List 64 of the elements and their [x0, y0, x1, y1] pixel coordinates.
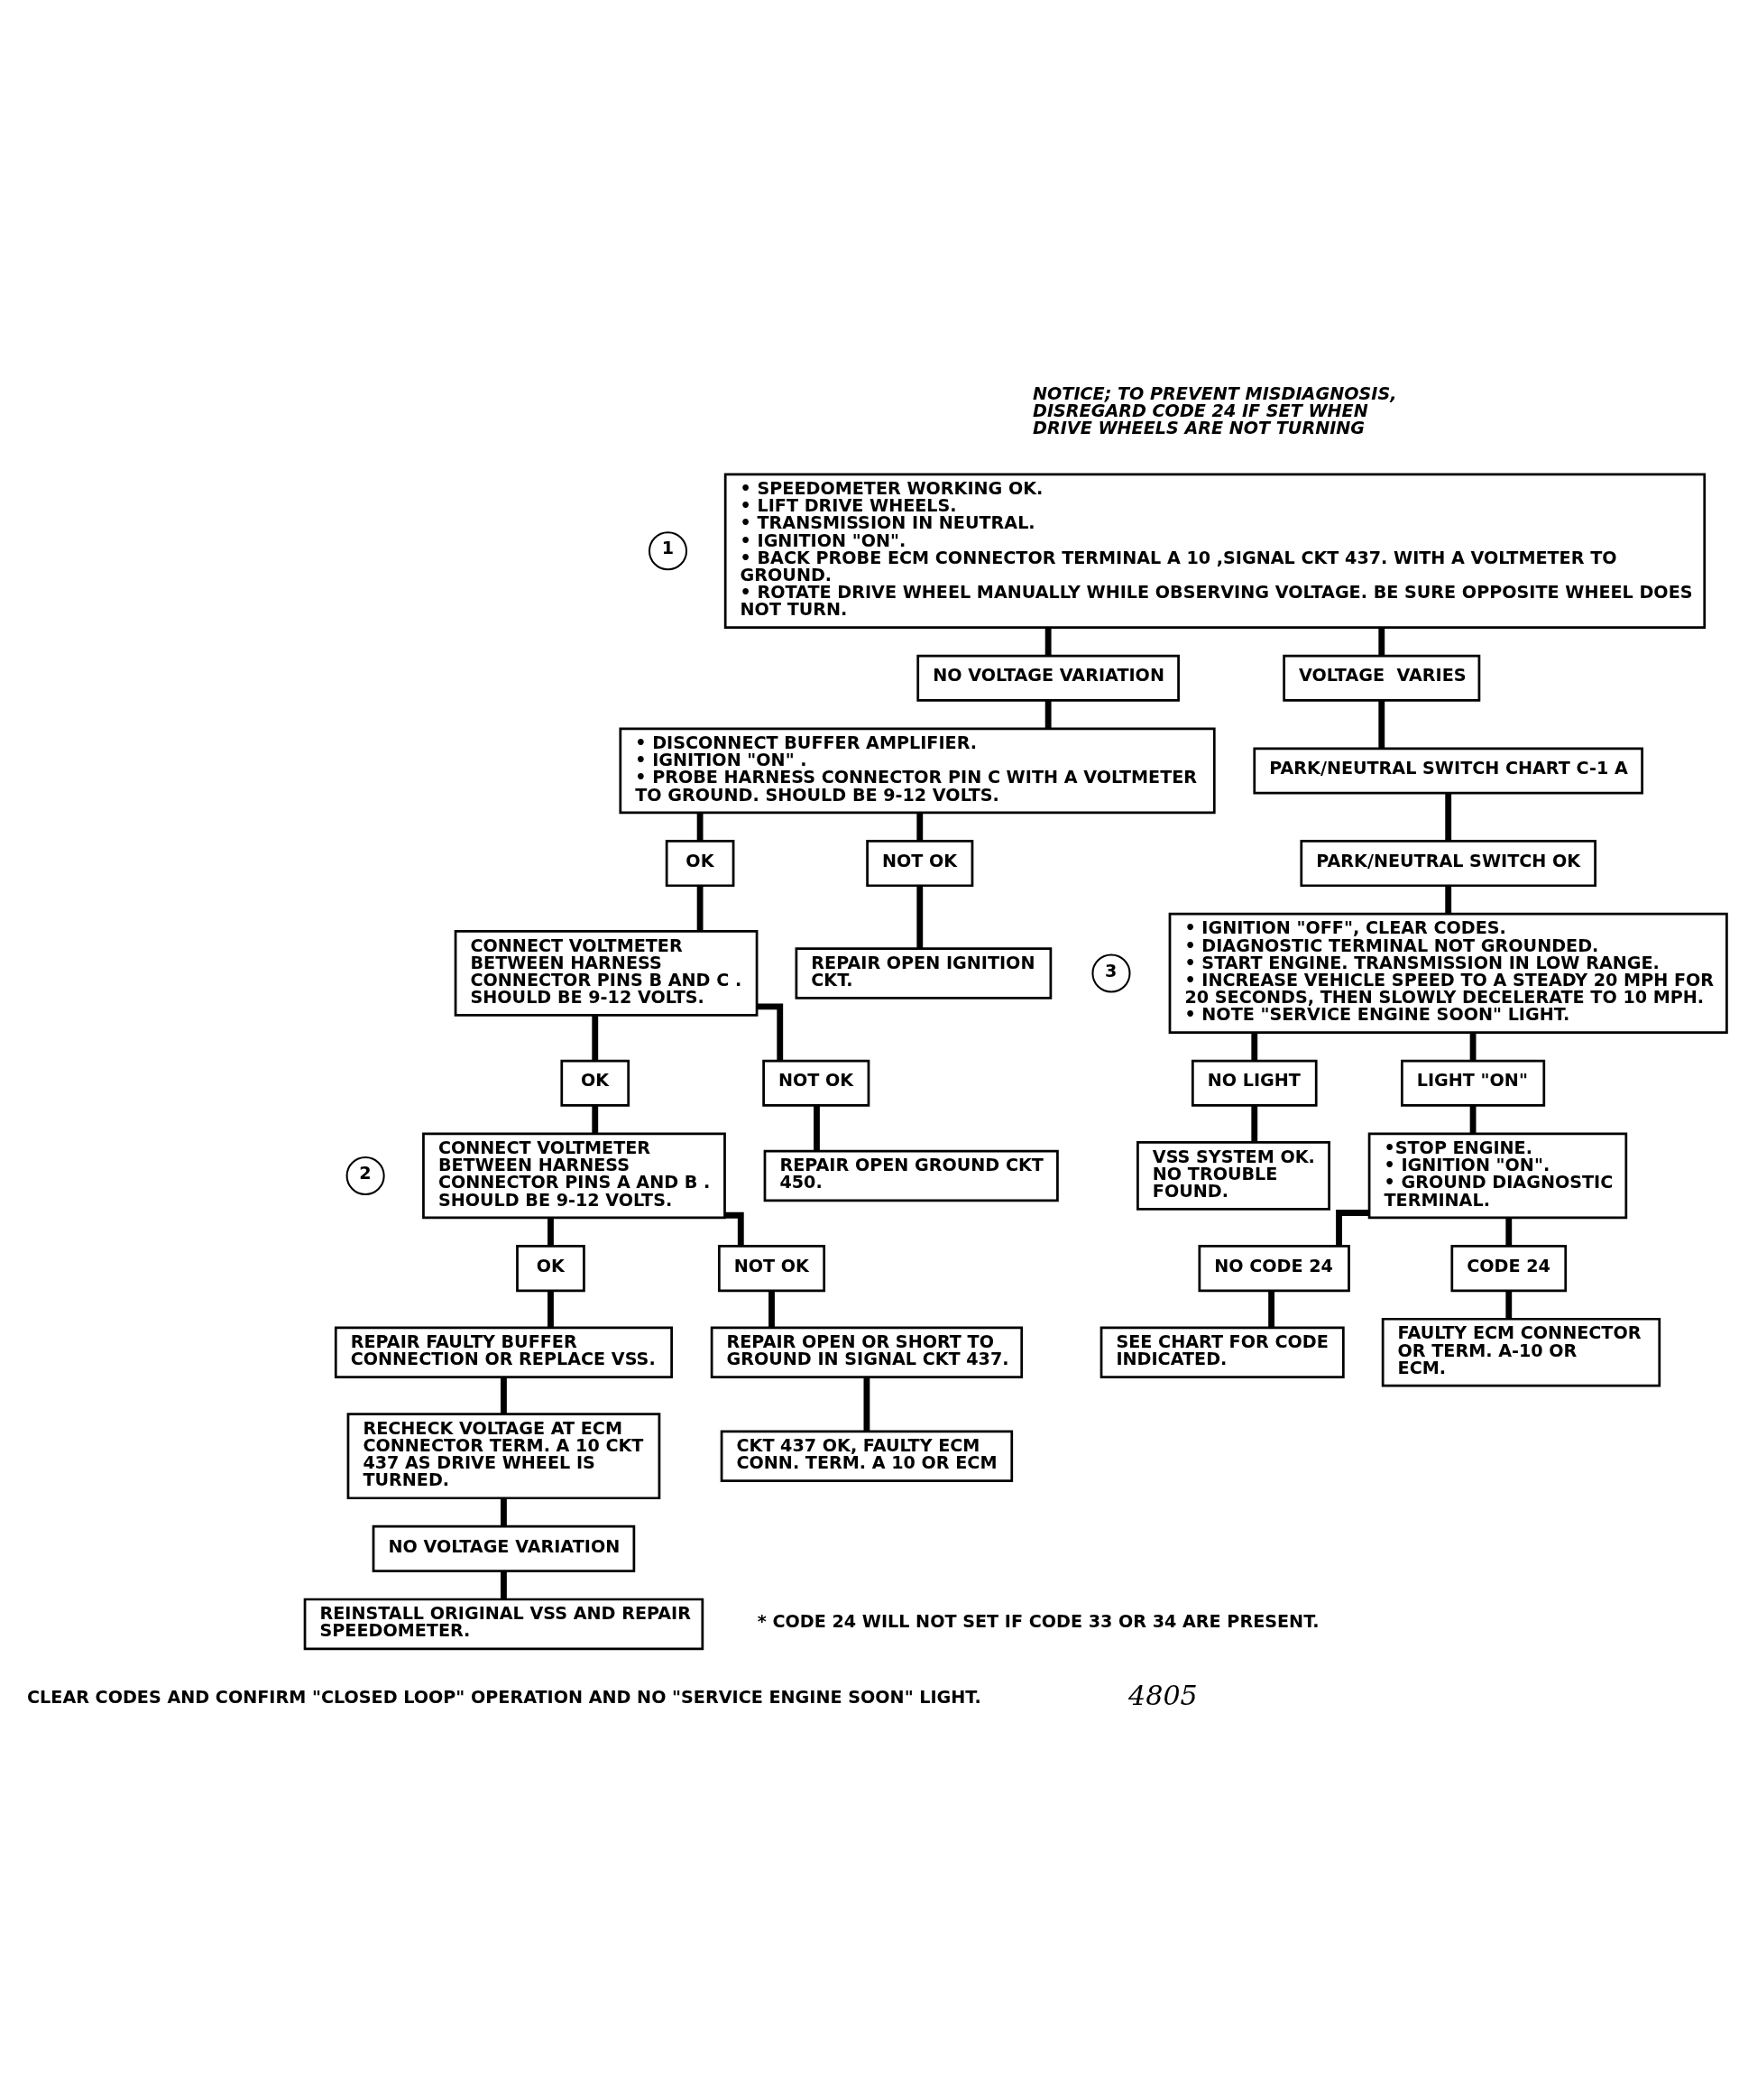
node-box: NO CODE 24	[1198, 1244, 1350, 1292]
connector	[768, 1290, 775, 1328]
connector	[1336, 1209, 1370, 1246]
connector	[1268, 1290, 1274, 1328]
node-box: • DISCONNECT BUFFER AMPLIFIER. • IGNITION "ON" . • PROBE HARNESS CONNECTOR PIN C WITH A VOLTMETER TO GROUND. SHOULD BE 9-12 VOLTS.	[619, 727, 1216, 814]
node-box: FAULTY ECM CONNECTOR OR TERM. A-10 OR ECM.	[1381, 1317, 1661, 1387]
connector	[1469, 1032, 1477, 1061]
connector	[696, 813, 704, 841]
node-box: OK	[560, 1059, 630, 1107]
node-box: CONNECT VOLTMETER BETWEEN HARNESS CONNECTOR PINS A AND B . SHOULD BE 9-12 VOLTS.	[422, 1132, 726, 1219]
label: NOTICE; TO PREVENT MISDIAGNOSIS, DISREGARD CODE 24 IF SET WHEN DRIVE WHEELS ARE NOT TURNING	[1033, 382, 1397, 438]
node-circle: 1	[648, 530, 688, 570]
connector	[696, 885, 704, 931]
node-box: VOLTAGE VARIES	[1283, 654, 1481, 702]
node-box: REPAIR FAULTY BUFFER CONNECTION OR REPLACE VSS.	[334, 1325, 673, 1378]
node-box: LIGHT "ON"	[1401, 1059, 1546, 1107]
node-box: NOT OK	[866, 839, 974, 887]
connector	[916, 813, 924, 841]
node-box: REINSTALL ORIGINAL VSS AND REPAIR SPEEDOMETER.	[303, 1598, 704, 1650]
connector	[1378, 627, 1385, 656]
label: 4805	[1128, 1679, 1198, 1711]
node-box: NOT OK	[762, 1059, 870, 1107]
connector	[501, 1497, 507, 1526]
node-box: OK	[516, 1244, 585, 1292]
connector	[814, 1105, 820, 1151]
connector	[863, 1377, 870, 1432]
node-box: CODE 24	[1450, 1244, 1568, 1292]
node-circle: 3	[1091, 953, 1131, 992]
node-box: SEE CHART FOR CODE INDICATED.	[1100, 1325, 1345, 1378]
connector	[547, 1218, 554, 1246]
node-box: REPAIR OPEN OR SHORT TO GROUND IN SIGNAL CKT 437.	[710, 1325, 1024, 1378]
node-box: NO VOLTAGE VARIATION	[372, 1524, 636, 1572]
connector	[592, 1105, 599, 1134]
connector	[724, 1211, 744, 1246]
connector	[1044, 627, 1052, 656]
connector	[1505, 1218, 1513, 1246]
connector	[1251, 1032, 1258, 1061]
node-box: CONNECT VOLTMETER BETWEEN HARNESS CONNECTOR PINS B AND C . SHOULD BE 9-12 VOLTS.	[454, 929, 759, 1017]
node-box: REPAIR OPEN GROUND CKT 450.	[763, 1149, 1059, 1202]
connector	[757, 1003, 784, 1061]
node-box: RECHECK VOLTAGE AT ECM CONNECTOR TERM. A 10 CKT 437 AS DRIVE WHEEL IS TURNED.	[346, 1412, 661, 1499]
node-box: NO VOLTAGE VARIATION	[916, 654, 1180, 702]
node-circle: 2	[345, 1156, 385, 1195]
connector	[1445, 792, 1452, 841]
node-box: REPAIR OPEN IGNITION CKT.	[795, 946, 1053, 999]
node-box: •STOP ENGINE. • IGNITION "ON". • GROUND DIAGNOSTIC TERMINAL.	[1367, 1132, 1628, 1219]
node-box: • SPEEDOMETER WORKING OK. • LIFT DRIVE WHEELS. • TRANSMISSION IN NEUTRAL. • IGNITION "ON". • BACK PROBE ECM CONNECTOR TERMINAL A 10 ,SIGNAL CKT 437. WITH A VOLTMETER TO GROUND. • ROTATE DRIVE WHEEL MANUALLY WHILE OBSERVING VOLTAGE. BE SURE OPPOSITE WHEEL DOES NOT TURN.	[723, 473, 1707, 629]
connector	[592, 1015, 599, 1061]
connector	[1505, 1290, 1513, 1319]
node-box: PARK/NEUTRAL SWITCH OK	[1300, 839, 1596, 887]
connector	[1251, 1105, 1258, 1142]
connector	[1044, 700, 1052, 729]
node-box: CKT 437 OK, FAULTY ECM CONN. TERM. A 10 OR ECM	[720, 1429, 1014, 1482]
node-box: NOT OK	[717, 1244, 826, 1292]
label: CLEAR CODES AND CONFIRM "CLOSED LOOP" OPERATION AND NO "SERVICE ENGINE SOON" LIGHT.	[27, 1686, 981, 1708]
node-box: VSS SYSTEM OK. NO TROUBLE FOUND.	[1136, 1140, 1330, 1211]
node-box: OK	[665, 839, 735, 887]
label: * CODE 24 WILL NOT SET IF CODE 33 OR 34 ARE PRESENT.	[757, 1610, 1320, 1632]
connector	[1469, 1105, 1477, 1134]
connector	[1445, 885, 1452, 914]
node-box: PARK/NEUTRAL SWITCH CHART C-1 A	[1253, 746, 1643, 794]
node-box: • IGNITION "OFF", CLEAR CODES. • DIAGNOSTIC TERMINAL NOT GROUNDED. • START ENGINE. TRANSMISSION IN LOW RANGE. • INCREASE VEHICLE SPEED TO A STEADY 20 MPH FOR 20 SECONDS, THEN SLOWLY DECELERATE TO 10 MPH. • NOTE "SERVICE ENGINE SOON" LIGHT.	[1168, 912, 1728, 1034]
node-box: NO LIGHT	[1191, 1059, 1318, 1107]
connector	[547, 1290, 554, 1328]
